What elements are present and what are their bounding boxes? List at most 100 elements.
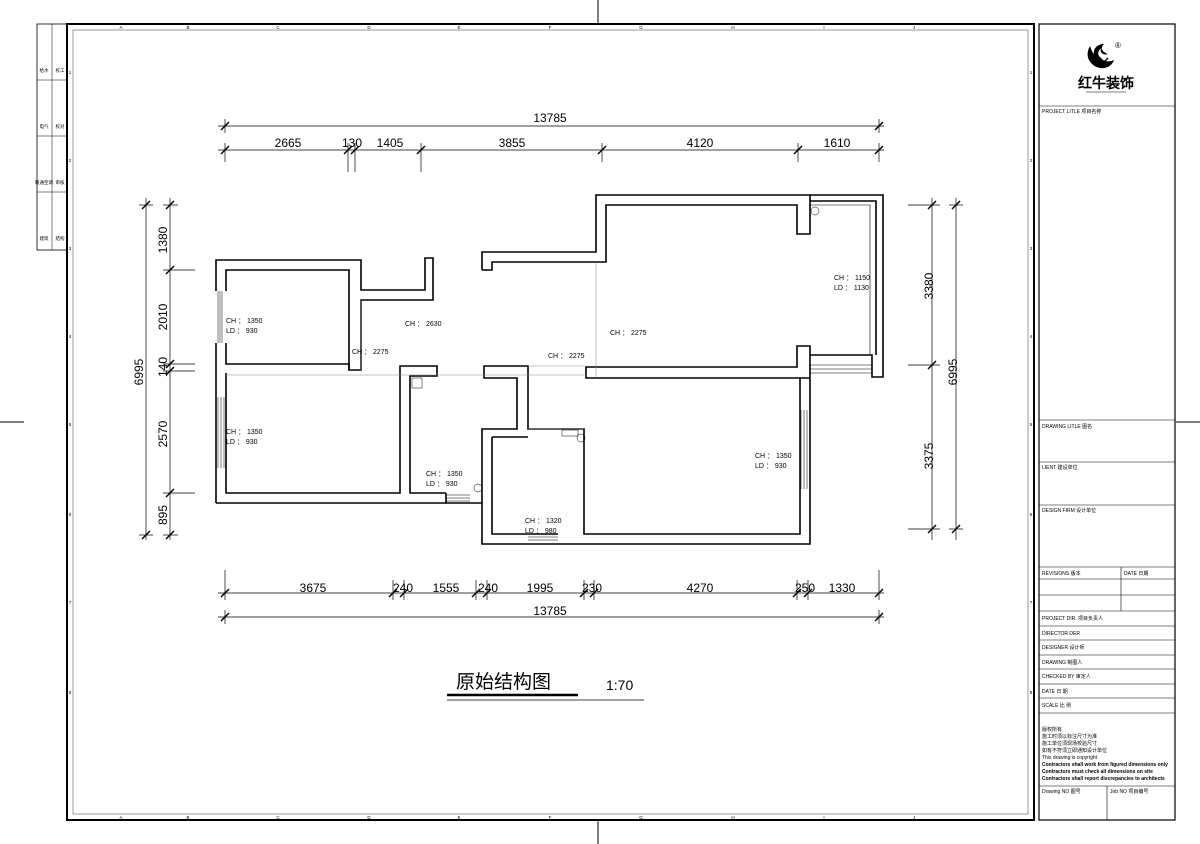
grid-letter: F: [549, 25, 552, 30]
note-line: 如有不符须立即通知设计单位: [1042, 747, 1107, 754]
note-line: 版权所有: [1042, 726, 1062, 733]
dim-left-segment: 140: [156, 357, 170, 377]
dim-top-segment: 4120: [687, 136, 714, 150]
drawing-no-label: Drawing NO 图号: [1042, 789, 1081, 795]
wall-central-passage: [445, 493, 476, 504]
strip-label: 给水: [40, 67, 49, 74]
grid-number: 8: [69, 690, 72, 695]
note-line: Contractors shall work from figured dime…: [1042, 762, 1168, 768]
note-line: 施工单位须现场校验尺寸: [1042, 740, 1097, 747]
dim-top-segment: 1405: [377, 136, 404, 150]
dim-bottom-segment: 240: [393, 581, 413, 595]
director-label: DIRECTOR DER: [1042, 631, 1080, 637]
grid-letter: A: [119, 815, 122, 820]
wall-kitchen: [481, 503, 596, 545]
note-line: 施工时须以标注尺寸为准: [1042, 733, 1097, 740]
grid-letter: C: [276, 25, 280, 30]
drawing-label: DRAWING 制图人: [1042, 659, 1082, 666]
pipe-icon: [576, 433, 586, 443]
beam-height: CH ： 2275: [352, 349, 389, 356]
title-block: ® 红牛装饰 PROJECT LITLE 项目名称 DRAWING LITLE …: [1038, 23, 1176, 821]
project-title-label: PROJECT LITLE 项目名称: [1042, 108, 1101, 115]
grid-number: 3: [1030, 246, 1033, 251]
grid-letter: H: [731, 815, 734, 820]
grid-letter: B: [186, 815, 189, 820]
room-ld: LD ： 930: [426, 481, 458, 488]
sheet-inner-border: [72, 29, 1029, 815]
floor-plan-walls: [215, 194, 884, 545]
drawing-scale-text: 1:70: [606, 677, 633, 693]
room-ld: LD ： 1130: [834, 285, 869, 292]
grid-letter: C: [276, 815, 280, 820]
room-labels: CH ： 1350 LD ： 930 CH ： 1350 LD ： 930 CH…: [226, 275, 870, 535]
floor-plan-details: [217, 206, 872, 541]
wall-left-room-inner: [225, 343, 350, 370]
dim-left-total: 6995: [132, 358, 146, 385]
wall-right-lower-room: [585, 345, 811, 545]
room-ch: CH ： 1350: [226, 318, 263, 325]
dim-top-segment: 2665: [275, 136, 302, 150]
wall-central-lower: [476, 365, 596, 535]
grid-number: 2: [69, 158, 72, 163]
dim-left-segment: 1380: [156, 226, 170, 253]
room-ld: LD ： 980: [525, 528, 557, 535]
room-ld: LD ： 930: [226, 439, 258, 446]
drawing-title-text: 原始结构图: [456, 671, 551, 693]
room-ld: LD ： 930: [755, 463, 787, 470]
room-ch: CH ： 1150: [834, 275, 870, 282]
dim-bottom-segment: 3675: [300, 581, 327, 595]
revisions-label: REVISIONS 版本: [1042, 570, 1081, 577]
dim-left-segment: 895: [156, 505, 170, 525]
wall-balcony-inner: [810, 200, 877, 355]
grid-number: 1: [69, 70, 72, 75]
drawing-title: 原始结构图 1:70: [447, 671, 644, 701]
scale-label: SCALE 比 例: [1042, 702, 1071, 709]
dim-bottom-total: 13785: [533, 604, 567, 618]
grid-number: 7: [69, 600, 72, 605]
strip-label: 审核: [56, 179, 65, 186]
grid-letter: D: [367, 25, 371, 30]
grid-letter: G: [639, 25, 643, 30]
dimension-texts: 13785 2665 130 1405 3855 4120 1610 3675 …: [132, 111, 960, 618]
wall-right-lower-inner: [596, 378, 801, 535]
beam-height: CH ： 2275: [548, 353, 585, 360]
grid-number: 8: [1030, 690, 1033, 695]
dim-right-segment: 3375: [922, 442, 936, 469]
dim-top-segment: 3855: [499, 136, 526, 150]
revisions-date-label: DATE 日期: [1124, 571, 1148, 577]
dim-top-segment: 130: [342, 136, 362, 150]
dim-bottom-segment: 1330: [829, 581, 856, 595]
grid-letter: I: [823, 815, 824, 820]
sheet-border: [66, 23, 1035, 821]
grid-letter: F: [549, 815, 552, 820]
wall-left-upper-room: [215, 257, 434, 371]
dim-bottom-segment: 230: [582, 581, 602, 595]
grid-letter: A: [119, 25, 122, 30]
wall-balcony: [810, 194, 884, 378]
room-ch: CH ： 1320: [525, 518, 562, 525]
room-ch: CH ： 1350: [426, 471, 463, 478]
grid-letter: J: [913, 25, 915, 30]
dim-bottom-segment: 4270: [687, 581, 714, 595]
grid-letter: E: [457, 25, 460, 30]
beam-height: CH ： 2275: [610, 330, 647, 337]
strip-label: 结构: [56, 235, 65, 242]
grid-letter: G: [639, 815, 643, 820]
shaft-icon: [411, 377, 423, 389]
grid-number: 6: [1030, 512, 1033, 517]
room-ch: CH ： 1350: [755, 453, 792, 460]
strip-label: 校工: [56, 67, 65, 74]
grid-number: 4: [1030, 334, 1033, 339]
design-firm-label: DESIGN FIRM 设计单位: [1042, 507, 1096, 514]
brand-name: 红牛装饰: [1078, 75, 1134, 91]
strip-label: 电气: [40, 123, 49, 129]
strip-label: 暖通空调: [35, 179, 53, 186]
dim-top-segment: 1610: [824, 136, 851, 150]
left-revision-strip: 给水 校工 电气 校对 暖通空调 审核 建筑 结构: [35, 23, 68, 251]
beam-height: CH ： 2630: [405, 321, 442, 328]
brand-logo: ® 红牛装饰: [1078, 41, 1134, 93]
registered-mark: ®: [1115, 41, 1121, 50]
wall-top-room: [481, 194, 811, 271]
